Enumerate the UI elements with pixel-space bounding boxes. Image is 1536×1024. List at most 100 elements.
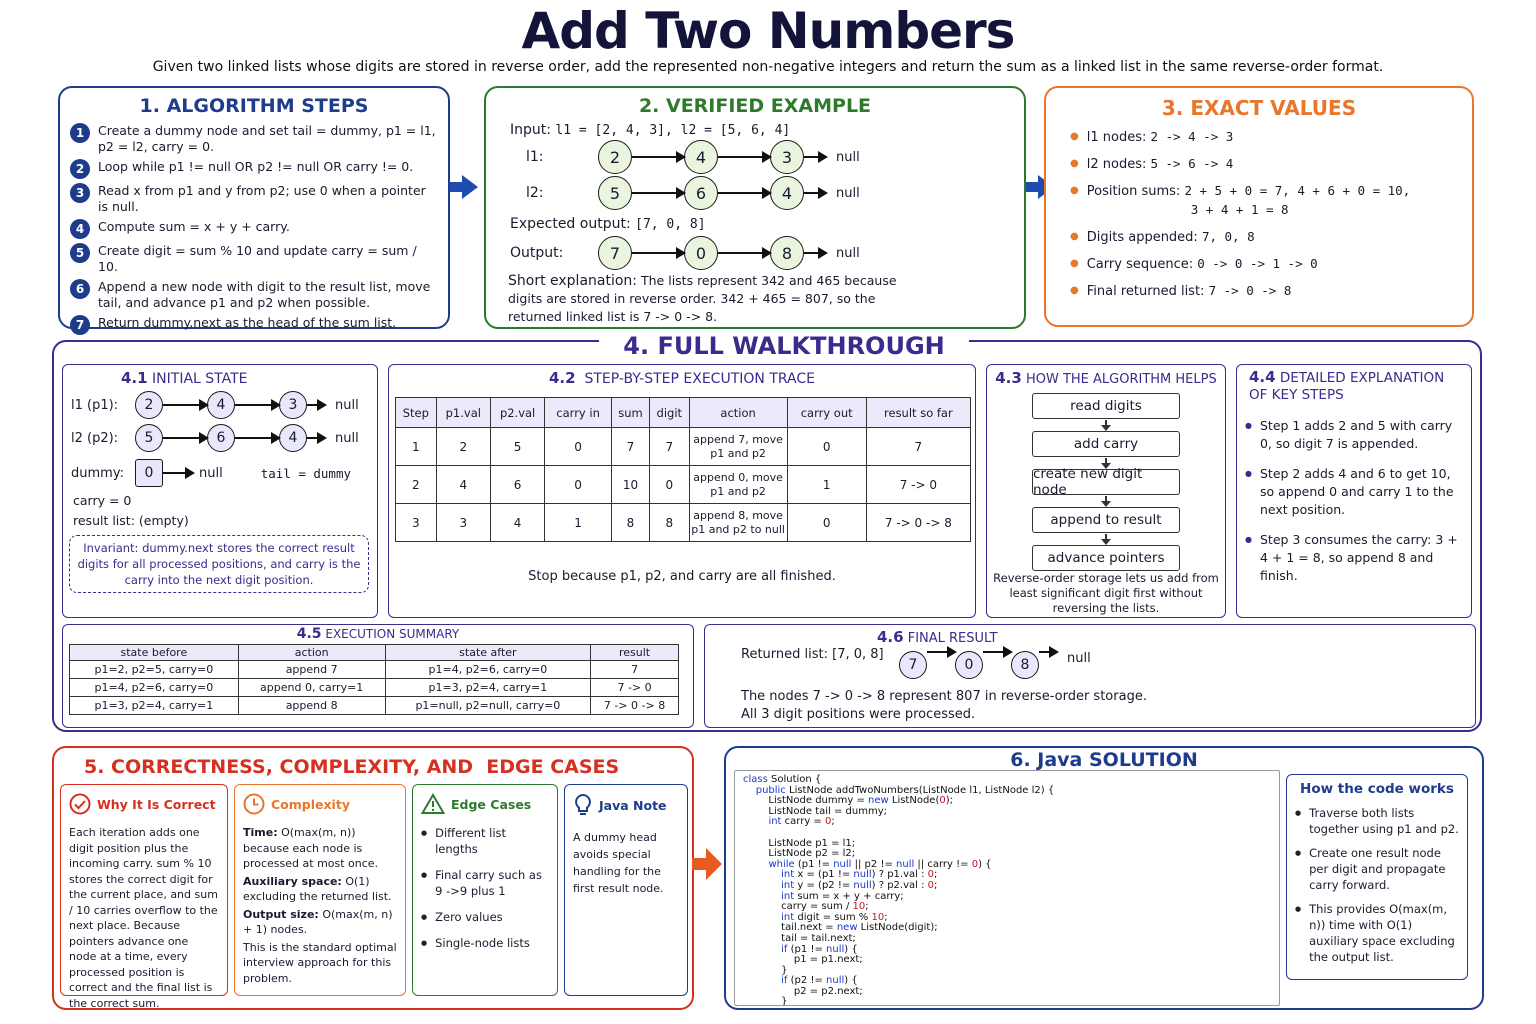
code-line: while (p1 != null || p2 != null || carry… — [768, 858, 992, 870]
java-note-text: A dummy head avoids special handling for… — [573, 831, 664, 895]
input-label: Input: — [510, 122, 551, 138]
arrow-icon — [1039, 646, 1059, 658]
why-correct-card: Why It Is Correct Each iteration adds on… — [60, 784, 228, 1010]
code-line: class Solution { — [743, 774, 822, 785]
bullet-icon: ● — [421, 939, 428, 947]
expected-label: Expected output: — [510, 216, 631, 232]
summary-header: state after — [384, 644, 592, 661]
exact-value: 2 + 5 + 0 = 7, 4 + 6 + 0 = 10, — [1184, 183, 1411, 198]
output-size-text: O(max(m, n) + 1) nodes. — [243, 907, 393, 937]
code-line: p1 = p1.next; — [743, 954, 863, 966]
trace-cell: append 7, move p1 and p2 — [688, 427, 788, 466]
arrow-icon — [804, 247, 828, 259]
exact-value: 7 -> 0 -> 8 — [1208, 283, 1292, 298]
trace-header: sum — [610, 397, 651, 428]
code-line: ListNode dummy = new ListNode(0); — [743, 795, 954, 807]
summary-cell: p1=4, p2=6, carry=0 — [384, 660, 592, 679]
trace-cell: 7 -> 0 -> 8 — [865, 503, 972, 542]
time-text: O(max(m, n)) because each node is proces… — [243, 826, 379, 870]
lightbulb-icon — [575, 793, 591, 815]
l2-label: l2 (p2): — [71, 430, 119, 446]
code-line: int digit = sum % 10; — [781, 911, 888, 923]
step-text: Create a dummy node and set tail = dummy… — [98, 123, 436, 154]
returned-list-text: Returned list: [7, 0, 8] — [741, 647, 884, 662]
bullet-icon: ● — [1070, 231, 1079, 242]
check-circle-icon — [69, 793, 91, 815]
exact-value-text: Digits appended: 7, 0, 8 — [1087, 228, 1255, 247]
code-line: int y = (p2 != null) ? p2.val : 0; — [781, 879, 938, 891]
exact-label: l2 nodes: — [1086, 157, 1151, 172]
complexity-note: This is the standard optimal interview a… — [243, 940, 397, 985]
bullet-icon: ● — [1245, 469, 1252, 478]
detailed-explanation-panel: 4.4 DETAILED EXPLANATION OF KEY STEPS ● S… — [1236, 364, 1472, 618]
arrow-down-icon — [1101, 534, 1111, 545]
expected-value: [7, 0, 8] — [635, 217, 706, 232]
java-note-title: Java Note — [599, 797, 667, 813]
trace-cell: 4 — [435, 465, 491, 504]
step-text: Append a new node with digit to the resu… — [98, 279, 431, 310]
arrow-icon — [163, 467, 195, 479]
code-line: ListNode p2 = l2; — [743, 848, 856, 860]
exact-value-text: l2 nodes: 5 -> 6 -> 4 — [1087, 155, 1234, 174]
summary-cell: p1=3, p2=4, carry=1 — [384, 678, 592, 697]
how-title: How the code works — [1300, 781, 1454, 797]
exact-value: 7, 0, 8 — [1201, 229, 1255, 244]
list-node: 0 — [684, 236, 718, 270]
edge-item: ●Zero values — [421, 909, 549, 925]
panel-title: 4.4 DETAILED EXPLANATION OF KEY STEPS — [1249, 368, 1445, 404]
edge-text: Single-node lists — [435, 936, 530, 950]
exact-value: 2 -> 4 -> 3 — [1150, 129, 1234, 144]
aux-label: Auxiliary space: — [243, 874, 342, 888]
trace-cell: 7 — [865, 427, 972, 466]
list-node: 6 — [207, 424, 235, 452]
summary-cell: append 0, carry=1 — [237, 678, 386, 697]
trace-cell: 0 — [786, 427, 867, 466]
trace-header: carry out — [786, 397, 867, 428]
java-solution-panel: 6. Java SOLUTION class Solution { public… — [724, 746, 1484, 1010]
step-text: Compute sum = x + y + carry. — [98, 219, 290, 234]
trace-header: carry in — [544, 397, 612, 428]
detail-text: Step 2 adds 4 and 6 to get 10, so append… — [1259, 466, 1454, 517]
summary-cell: append 7 — [237, 660, 386, 679]
code-line: } — [743, 964, 788, 976]
exact-label: Digits appended: — [1086, 230, 1202, 245]
carry-text: carry = 0 — [73, 493, 132, 508]
exact-label: Position sums: — [1086, 184, 1185, 199]
list-node: 4 — [770, 176, 804, 210]
input-value: l1 = [2, 4, 3], l2 = [5, 6, 4] — [555, 123, 791, 138]
bullet-icon: ● — [1070, 258, 1079, 269]
code-line: tail.next = new ListNode(digit); — [743, 922, 938, 934]
how-list: ●Traverse both lists together using p1 a… — [1287, 805, 1467, 965]
summary-cell: p1=null, p2=null, carry=0 — [384, 696, 592, 715]
list-node: 0 — [955, 651, 983, 679]
dummy-label: dummy: — [71, 465, 124, 481]
edge-item: ●Final carry such as 9 ->9 plus 1 — [421, 867, 549, 899]
bullet-icon: ● — [1245, 535, 1252, 544]
arrow-icon — [632, 187, 686, 199]
bullet-icon: ● — [1070, 131, 1079, 142]
arrow-icon — [163, 399, 209, 411]
bullet-icon: ● — [421, 913, 428, 921]
null-label: null — [836, 185, 860, 201]
invariant-note: Invariant: dummy.next stores the correct… — [69, 535, 369, 593]
flow-step: append to result — [1032, 507, 1180, 533]
bullet-icon: ● — [1070, 158, 1079, 169]
complexity-card: Complexity Time: O(max(m, n)) because ea… — [234, 784, 406, 996]
list-node: 2 — [135, 391, 163, 419]
arrow-icon — [927, 646, 957, 658]
detail-text: Step 1 adds 2 and 5 with carry 0, so dig… — [1259, 418, 1453, 451]
